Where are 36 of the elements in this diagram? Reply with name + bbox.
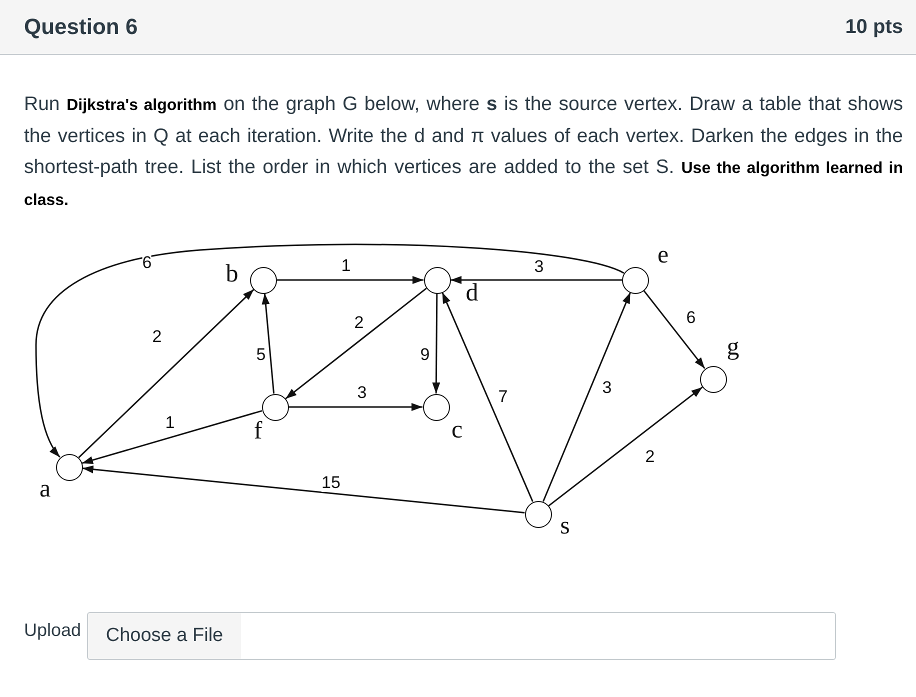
arrow <box>542 292 631 502</box>
vertex-circle <box>524 500 552 528</box>
vertex-label: b <box>226 262 238 286</box>
vertex-label: d <box>466 280 478 306</box>
arrow <box>432 294 440 394</box>
vertex-label: g <box>726 334 740 360</box>
arrow <box>450 276 622 284</box>
choose-file-button: Choose a File <box>87 612 242 660</box>
vertex-circle <box>422 394 450 420</box>
arrow <box>262 293 275 394</box>
vertex-circle <box>622 266 649 294</box>
points-label: 10 pts <box>845 15 903 40</box>
vertex-label: a <box>39 476 51 502</box>
vertex-circle <box>56 454 82 480</box>
arrow <box>548 386 703 506</box>
arrow <box>277 276 424 284</box>
arrow <box>288 403 422 411</box>
edge-weight: 15 <box>322 474 340 492</box>
arrow <box>82 410 262 464</box>
arrow <box>82 465 525 514</box>
vertex-circle <box>424 266 450 294</box>
arrow <box>78 288 254 458</box>
vertex-label: e <box>657 242 669 268</box>
vertex-circle <box>262 394 288 420</box>
vertex-label: f <box>254 418 262 444</box>
vertex-label: s <box>560 514 570 538</box>
vertex-circle <box>700 366 726 392</box>
upload-label: Upload <box>24 619 82 641</box>
vertex-label: c <box>451 418 463 442</box>
arrow <box>35 244 624 458</box>
vertex-circle <box>250 266 277 294</box>
arrow <box>643 290 706 369</box>
arrow <box>285 288 427 400</box>
question-text: Run Dijkstra's algorithm on the graph G below, where s is the source vertex. Draw a table that shows the vertices in Q at each iteration. Write the d and π values of each vertex. Darken the edges in the shortest-path tree. List the order in which vertices are added to the set S. Use the algorithm learned in class. <box>24 92 903 211</box>
question-title: Question 6 <box>24 13 138 41</box>
arrow <box>442 292 534 502</box>
